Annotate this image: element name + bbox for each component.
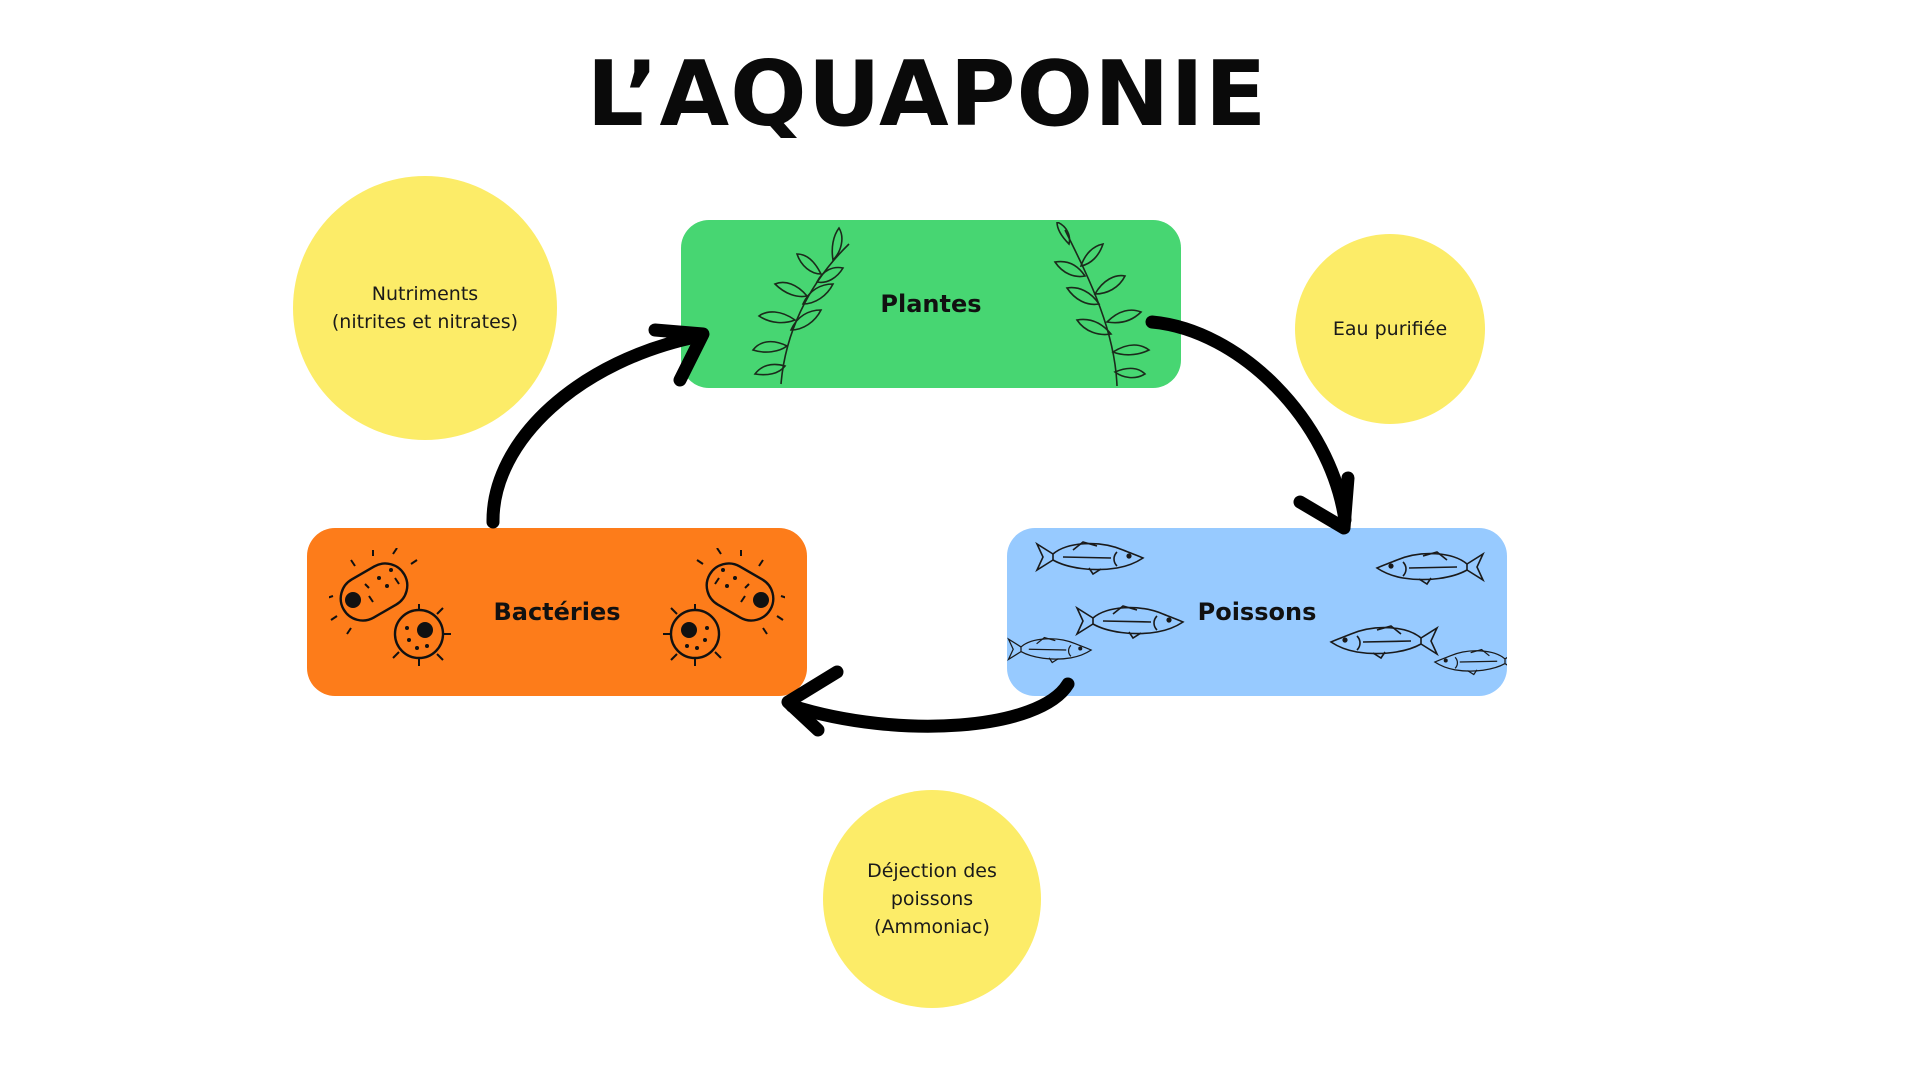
node-poissons: Poissons (1007, 528, 1507, 696)
bubble-eau-text: Eau purifiée (1332, 318, 1448, 340)
bubble-nutriments-text: Nutriments (nitrites et nitrates) (332, 280, 518, 336)
arrow-plantes-to-poissons-head (1293, 471, 1355, 535)
bubble-nutriments-line2: (nitrites et nitrates) (331, 311, 519, 333)
bubble-dejection-text: Déjection des poissons (Ammoniac) (867, 857, 997, 941)
node-plantes: Plantes (681, 220, 1181, 388)
bubble-dejection: Déjection des poissons (Ammoniac) (823, 790, 1041, 1008)
bubble-nutriments: Nutriments (nitrites et nitrates) (293, 176, 557, 440)
bubble-eau-purifiee: Eau purifiée (1295, 234, 1485, 424)
node-poissons-label: Poissons (1197, 598, 1317, 626)
leaf-branch-icon (751, 226, 850, 385)
bacteria-icon (663, 548, 785, 666)
bubble-dejection-line2: poissons (890, 888, 974, 910)
node-bacteries: Bactéries (307, 528, 807, 696)
bubble-dejection-line3: (Ammoniac) (874, 916, 990, 938)
bacteria-icon (329, 548, 451, 666)
bubble-dejection-line1: Déjection des (867, 860, 997, 882)
leaf-branch-icon (1053, 222, 1151, 387)
node-bacteries-label: Bactéries (493, 598, 621, 626)
page-title: L’AQUAPONIE (586, 42, 1268, 147)
node-plantes-label: Plantes (880, 290, 982, 318)
bubble-nutriments-line1: Nutriments (371, 283, 479, 305)
